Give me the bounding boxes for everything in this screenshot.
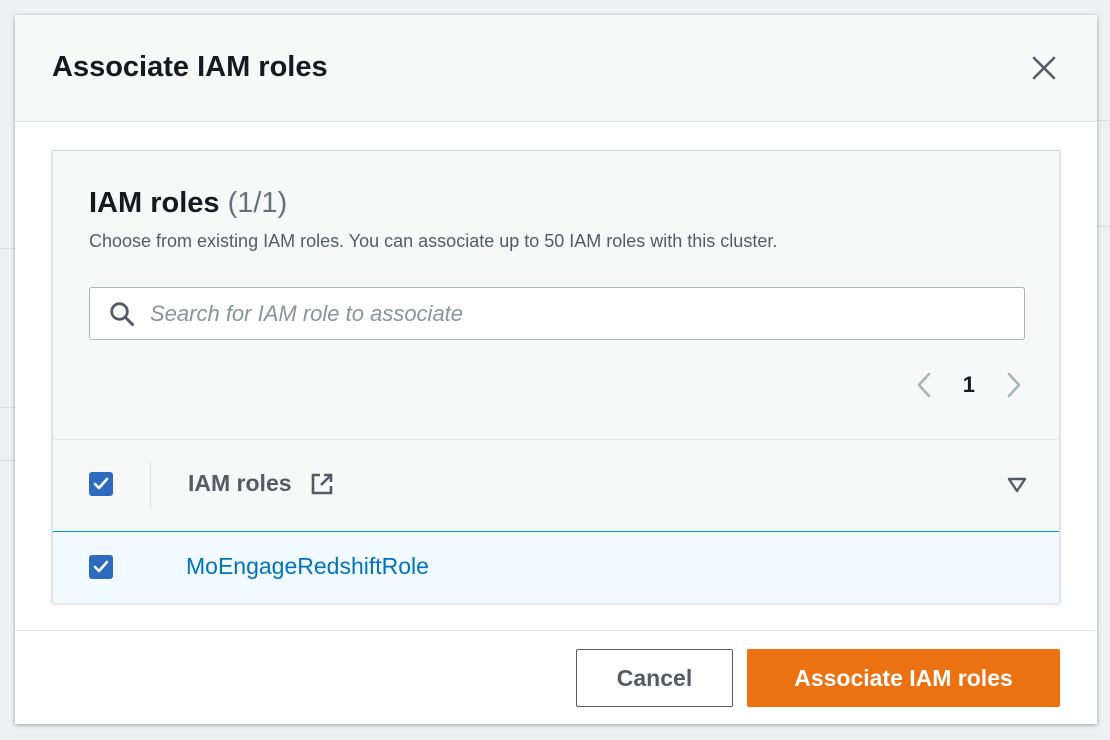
select-all-checkbox[interactable]: [89, 472, 113, 496]
external-link-icon[interactable]: [310, 472, 334, 496]
search-input[interactable]: [150, 288, 1010, 339]
chevron-right-icon: [1007, 372, 1021, 398]
panel-description: Choose from existing IAM roles. You can …: [89, 231, 778, 251]
modal-footer: Cancel Associate IAM roles: [15, 630, 1097, 724]
iam-role-link[interactable]: MoEngageRedshiftRole: [186, 553, 429, 579]
pagination: 1: [909, 367, 1029, 403]
background-divider: [0, 460, 16, 461]
previous-page-button[interactable]: [909, 367, 939, 403]
background-divider: [1096, 226, 1110, 227]
caret-down-icon[interactable]: [1007, 476, 1027, 494]
row-checkbox[interactable]: [89, 555, 113, 579]
iam-roles-panel: IAM roles (1/1) Choose from existing IAM…: [52, 150, 1060, 603]
modal-header: Associate IAM roles: [15, 15, 1097, 122]
current-page-number[interactable]: 1: [962, 372, 975, 397]
background-divider: [0, 248, 16, 249]
associate-iam-roles-modal: Associate IAM roles IAM roles (1/1) Choo…: [15, 15, 1097, 724]
cancel-button[interactable]: Cancel: [576, 649, 733, 707]
background-divider: [0, 407, 16, 408]
close-button[interactable]: [1029, 53, 1059, 83]
panel-title: IAM roles (1/1): [89, 187, 287, 220]
chevron-left-icon: [917, 372, 931, 398]
next-page-button[interactable]: [999, 367, 1029, 403]
table-header: IAM roles: [53, 439, 1059, 531]
table-row[interactable]: MoEngageRedshiftRole: [53, 531, 1059, 603]
search-icon: [110, 302, 134, 326]
column-divider: [150, 462, 151, 508]
column-header-iam-roles[interactable]: IAM roles: [188, 470, 292, 496]
background-divider: [1096, 120, 1110, 121]
checkmark-icon: [93, 477, 109, 490]
panel-title-text: IAM roles: [89, 187, 220, 219]
search-box[interactable]: [89, 287, 1025, 340]
checkmark-icon: [93, 560, 109, 573]
associate-iam-roles-button[interactable]: Associate IAM roles: [747, 649, 1060, 707]
panel-title-count: (1/1): [227, 187, 288, 219]
modal-title: Associate IAM roles: [52, 51, 328, 83]
close-icon: [1032, 56, 1056, 80]
